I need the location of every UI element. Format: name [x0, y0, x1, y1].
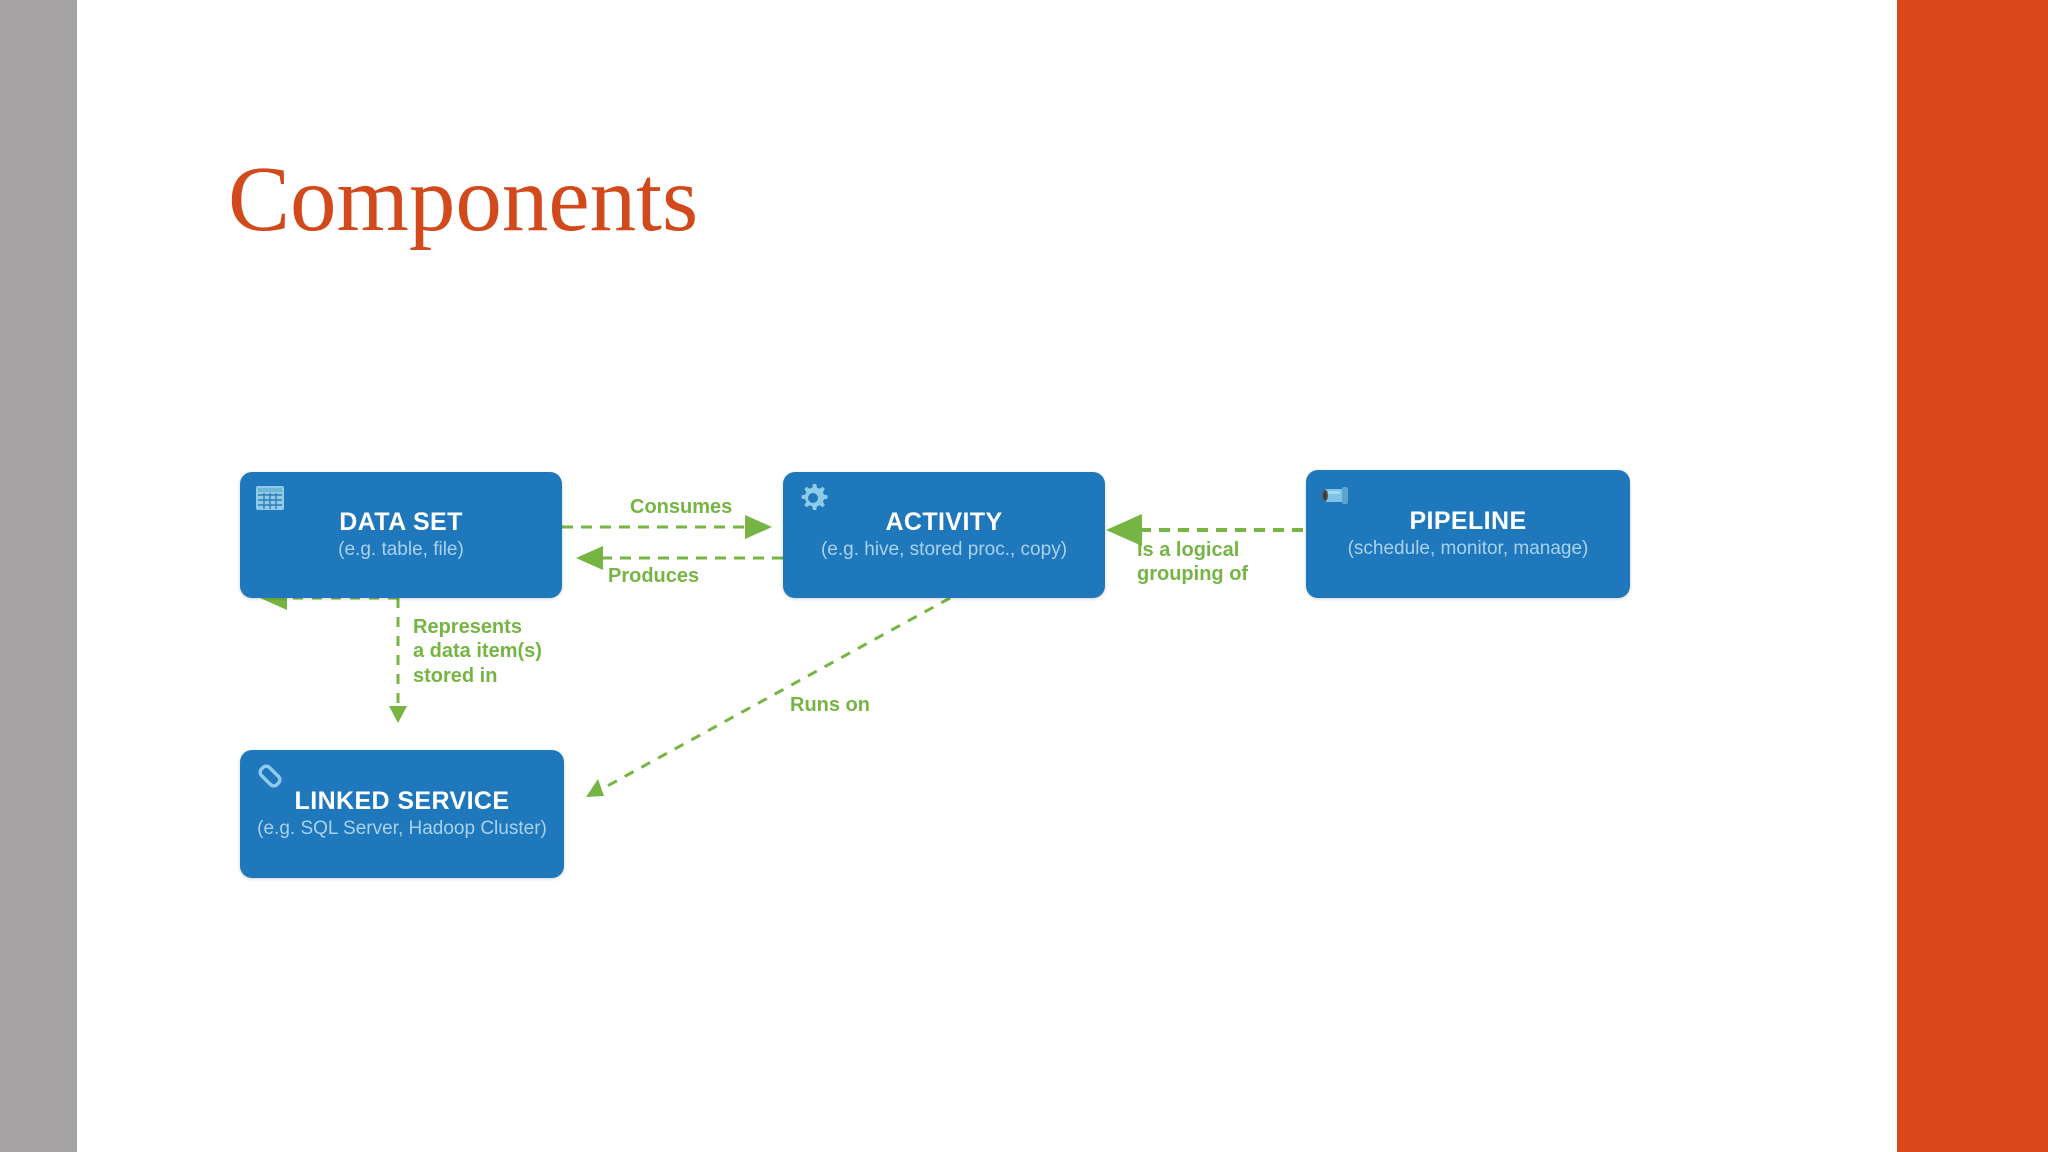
pipe-icon [1320, 480, 1354, 514]
gear-icon [797, 482, 831, 516]
node-title: DATA SET [339, 507, 463, 536]
table-grid-icon [254, 482, 288, 516]
chain-link-icon [254, 760, 288, 794]
edge-label-runs-on: Runs on [790, 694, 870, 716]
page-title: Components [228, 148, 699, 251]
node-activity[interactable]: ACTIVITY (e.g. hive, stored proc., copy) [783, 472, 1105, 598]
edge-runs-on [586, 596, 951, 797]
node-subtitle: (schedule, monitor, manage) [1347, 538, 1589, 560]
edge-label-consumes: Consumes [630, 496, 733, 518]
edge-label-produces: Produces [608, 565, 700, 587]
right-accent-bar [1897, 0, 2048, 1152]
node-title: LINKED SERVICE [294, 786, 510, 815]
edge-represents [260, 586, 407, 723]
node-data-set[interactable]: DATA SET (e.g. table, file) [240, 472, 562, 598]
edge-label-grouping: Is a logical grouping of [1137, 539, 1249, 586]
node-pipeline[interactable]: PIPELINE (schedule, monitor, manage) [1306, 470, 1630, 598]
node-subtitle: (e.g. table, file) [338, 539, 464, 561]
left-accent-bar [0, 0, 77, 1152]
node-linked-service[interactable]: LINKED SERVICE (e.g. SQL Server, Hadoop … [240, 750, 564, 878]
node-subtitle: (e.g. SQL Server, Hadoop Cluster) [257, 818, 547, 840]
node-title: PIPELINE [1409, 506, 1527, 535]
node-title: ACTIVITY [885, 507, 1003, 536]
edge-label-represents: Represents a data item(s) stored in [413, 616, 542, 687]
node-subtitle: (e.g. hive, stored proc., copy) [820, 539, 1068, 561]
